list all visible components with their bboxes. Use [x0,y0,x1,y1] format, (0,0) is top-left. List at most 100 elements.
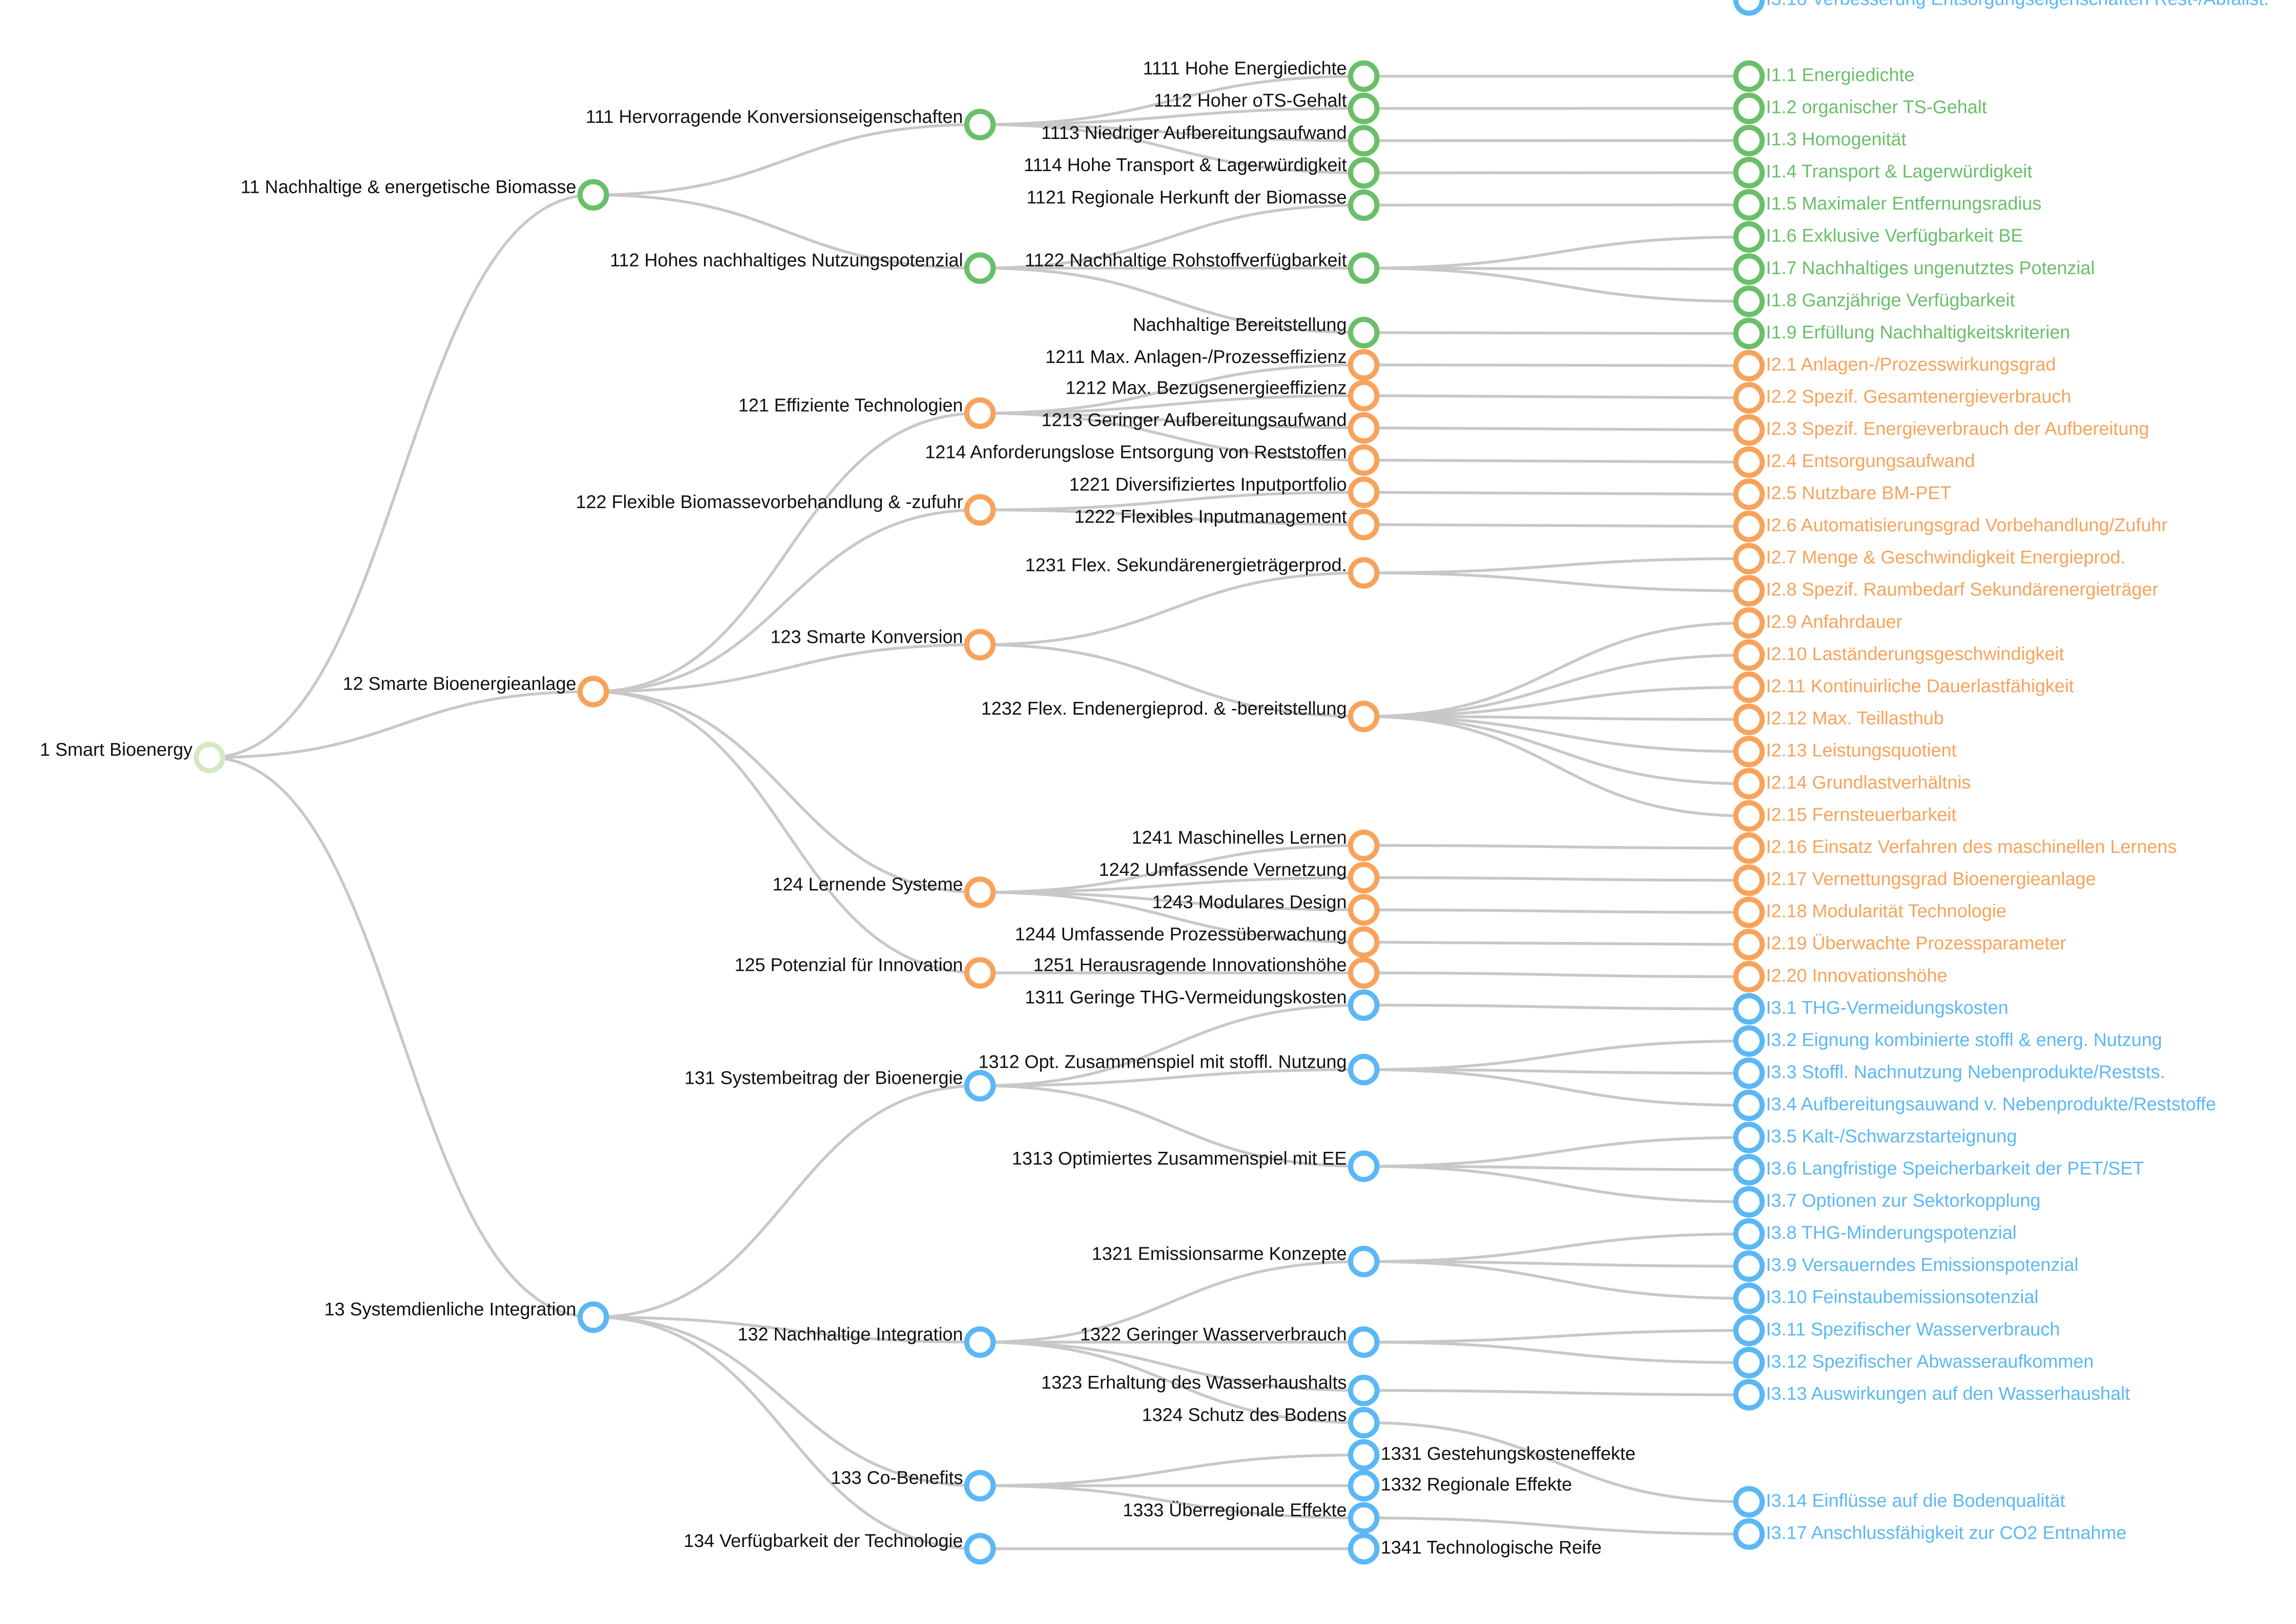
level3-node-circle[interactable] [1348,252,1380,284]
indicator-node-circle[interactable] [1733,446,1765,478]
indicator-node[interactable]: I3.8 THG-Minderungspotenzial [1733,1218,2017,1250]
indicator-node[interactable]: I2.9 Anfahrdauer [1733,607,1902,639]
level2-node-circle[interactable] [964,1533,996,1565]
indicator-node[interactable]: I2.8 Spezif. Raumbedarf Sekundärenergiet… [1733,575,2158,607]
level3-node-circle[interactable] [1348,93,1380,124]
root-node[interactable]: 1 Smart Bioenergy [40,740,225,774]
level3-node-circle[interactable] [1348,380,1380,412]
level3-node-circle[interactable] [1348,1439,1380,1471]
indicator-node[interactable]: I3.9 Versauerndes Emissionspotenzial [1733,1250,2079,1282]
level3-node[interactable]: Nachhaltige Bereitstellung [1133,315,1380,349]
indicator-node-circle[interactable] [1733,285,1765,317]
level3-node[interactable]: 1121 Regionale Herkunft der Biomasse [1026,187,1380,221]
level3-node-circle[interactable] [1348,894,1380,926]
level3-node-circle[interactable] [1348,862,1380,894]
level2-node[interactable]: 122 Flexible Biomassevorbehandlung & -zu… [576,492,996,526]
indicator-node[interactable]: I2.10 Laständerungsgeschwindigkeit [1733,639,2064,671]
indicator-node-circle[interactable] [1733,1154,1765,1186]
level3-node-circle[interactable] [1348,412,1380,444]
level2-node[interactable]: 125 Potenzial für Innovation [734,955,996,989]
indicator-node-circle[interactable] [1733,768,1765,800]
indicator-node-circle[interactable] [1733,156,1765,189]
indicator-node-circle[interactable] [1733,735,1765,768]
level3-node-circle[interactable] [1348,700,1380,733]
level3-node-circle[interactable] [1348,557,1380,589]
indicator-node[interactable]: I1.2 organischer TS-Gehalt [1733,92,1987,124]
indicator-node[interactable]: I3.4 Aufbereitungsauwand v. Nebenprodukt… [1733,1089,2216,1122]
indicator-node[interactable]: I1.9 Erfüllung Nachhaltigkeitskriterien [1733,318,2071,349]
indicator-node[interactable]: I2.11 Kontinuirliche Dauerlastfähigkeit [1733,671,2074,703]
indicator-node-circle[interactable] [1733,1379,1765,1411]
indicator-node[interactable]: I2.4 Entsorgungsaufwand [1733,446,1975,478]
level2-node[interactable]: 133 Co-Benefits [831,1468,996,1502]
level3-node-circle[interactable] [1348,1470,1380,1502]
level3-node-circle[interactable] [1348,476,1380,508]
indicator-node[interactable]: I2.15 Fernsteuerbarkeit [1733,800,1957,832]
level3-node[interactable]: 1232 Flex. Endenergieprod. & -bereitstel… [981,699,1380,733]
indicator-node-circle[interactable] [1733,478,1765,510]
indicator-node-circle[interactable] [1733,961,1765,993]
indicator-node[interactable]: I3.11 Spezifischer Wasserverbrauch [1733,1314,2060,1347]
level1-node[interactable]: 11 Nachhaltige & energetische Biomasse [241,177,609,211]
indicator-node-circle[interactable] [1733,864,1765,896]
level3-node[interactable]: 1323 Erhaltung des Wasserhaushalts [1041,1373,1380,1407]
indicator-node-circle[interactable] [1733,993,1765,1025]
indicator-node-circle[interactable] [1733,221,1765,253]
level3-node[interactable]: 1322 Geringer Wasserverbrauch [1080,1324,1380,1358]
indicator-node-circle[interactable] [1733,1122,1765,1154]
indicator-node[interactable]: I2.18 Modularität Technologie [1733,896,2007,928]
level3-node-circle[interactable] [1348,1245,1380,1278]
indicator-node[interactable]: I2.1 Anlagen-/Prozesswirkungsgrad [1733,350,2056,382]
level3-node-circle[interactable] [1348,60,1380,92]
indicator-node[interactable]: I3.10 Feinstaubemissionsotenzial [1733,1282,2038,1314]
indicator-node-circle[interactable] [1733,124,1765,156]
level2-node-circle[interactable] [964,397,996,429]
level2-node[interactable]: 121 Effiziente Technologien [738,395,996,429]
indicator-node[interactable]: I2.3 Spezif. Energieverbrauch der Aufber… [1733,414,2150,446]
level2-node[interactable]: 132 Nachhaltige Integration [738,1324,996,1358]
level3-node-circle[interactable] [1348,1150,1380,1183]
indicator-node[interactable]: I1.6 Exklusive Verfügbarkeit BE [1733,221,2023,253]
level3-node-circle[interactable] [1348,1407,1380,1439]
indicator-node[interactable]: I1.1 Energiedichte [1733,60,1915,92]
level2-node[interactable]: 131 Systembeitrag der Bioenergie [684,1068,996,1102]
level3-node-circle[interactable] [1348,509,1380,541]
indicator-node-circle[interactable] [1733,510,1765,543]
indicator-node[interactable]: I2.20 Innovationshöhe [1733,961,1948,993]
indicator-node[interactable]: I2.5 Nutzbare BM-PET [1733,478,1952,510]
indicator-node-circle[interactable] [1733,382,1765,414]
indicator-node-circle[interactable] [1733,639,1765,671]
level3-node[interactable]: 1324 Schutz des Bodens [1142,1405,1380,1439]
level3-node[interactable]: 1213 Geringer Aufbereitungsaufwand [1041,410,1380,444]
indicator-node-circle[interactable] [1733,60,1765,92]
indicator-node-circle[interactable] [1733,350,1765,382]
indicator-node-circle[interactable] [1733,1057,1765,1089]
level3-node-circle[interactable] [1348,125,1380,157]
indicator-node[interactable]: I2.17 Vernettungsgrad Bioenergieanlage [1733,864,2096,896]
level2-node-circle[interactable] [964,876,996,908]
indicator-node-circle[interactable] [1733,929,1765,960]
level3-node-circle[interactable] [1348,317,1380,349]
indicator-node[interactable]: I3.1 THG-Vermeidungskosten [1733,993,2009,1025]
indicator-node-circle[interactable] [1733,703,1765,735]
indicator-node-circle[interactable] [1733,1314,1765,1347]
level3-node-circle[interactable] [1348,157,1380,189]
level2-node[interactable]: 134 Verfügbarkeit der Technologie [684,1531,996,1565]
level3-node[interactable]: 1244 Umfassende Prozessüberwachung [1015,924,1380,958]
level3-node[interactable]: 1122 Nachhaltige Rohstoffverfügbarkeit [1025,251,1380,284]
indicator-node[interactable]: I1.7 Nachhaltiges ungenutztes Potenzial [1733,253,2095,285]
indicator-node-circle[interactable] [1733,1250,1765,1282]
level3-node[interactable]: 1111 Hohe Energiedichte [1143,58,1380,92]
indicator-node-circle[interactable] [1733,1486,1765,1518]
level3-node-circle[interactable] [1348,1054,1380,1086]
indicator-node-circle[interactable] [1733,1025,1765,1057]
indicator-node-circle[interactable] [1733,92,1765,124]
level3-node[interactable]: 1331 Gestehungskosteneffekte [1348,1439,1635,1471]
level3-node[interactable]: 1332 Regionale Effekte [1348,1470,1572,1502]
level3-node[interactable]: 1243 Modulares Design [1152,892,1380,926]
level3-node[interactable]: 1321 Emissionsarme Konzepte [1092,1244,1380,1278]
indicator-node[interactable]: I1.8 Ganzjährige Verfügbarkeit [1733,285,2015,317]
level3-node[interactable]: 1341 Technologische Reife [1348,1533,1602,1565]
level1-node[interactable]: 12 Smarte Bioenergieanlage [343,674,609,708]
level2-node-circle[interactable] [964,1470,996,1502]
